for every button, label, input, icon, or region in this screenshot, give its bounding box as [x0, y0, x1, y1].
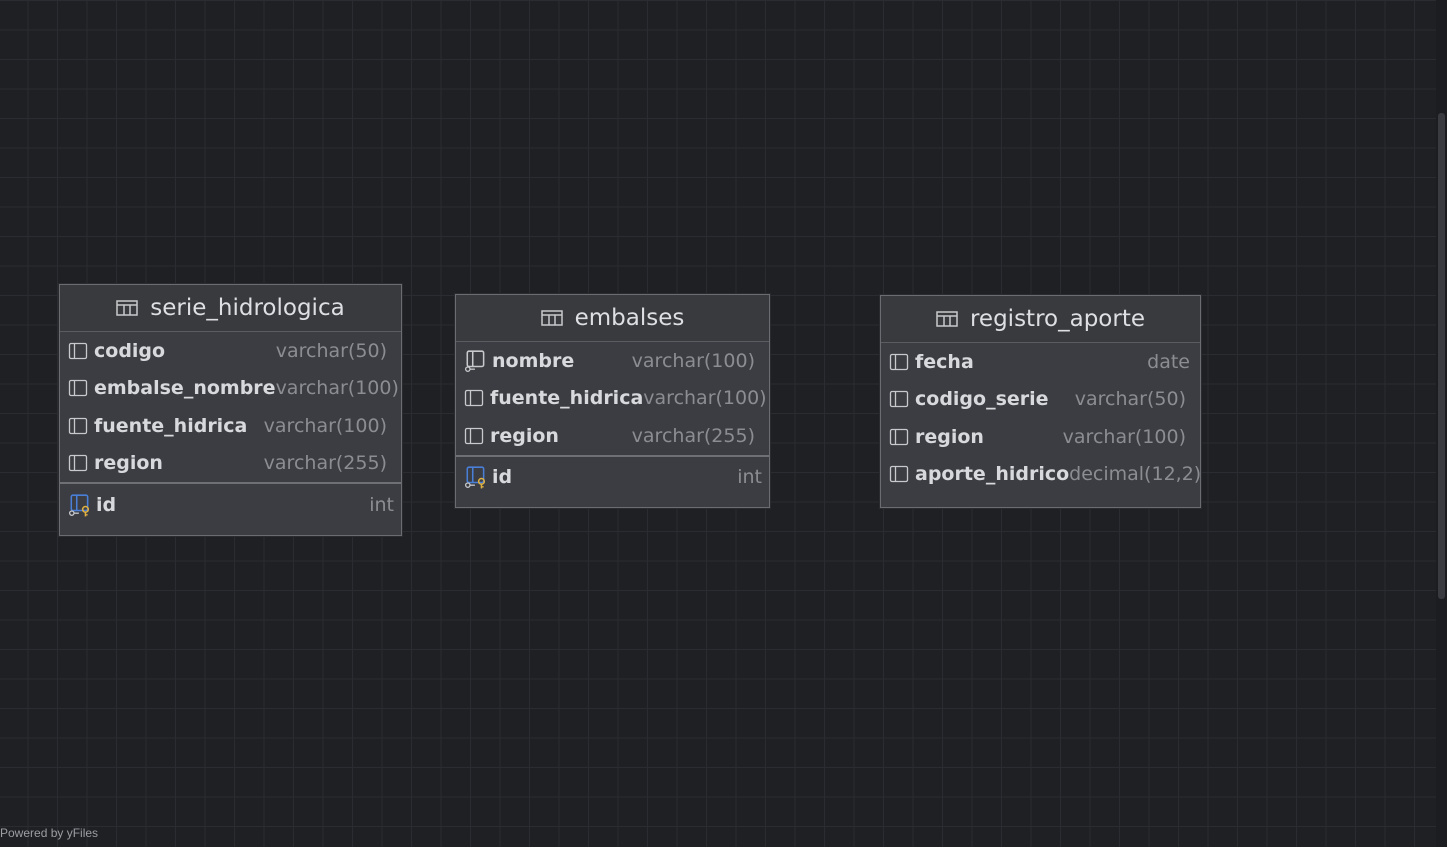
powered-by-label: Powered by yFiles: [0, 826, 99, 840]
vertical-scrollbar[interactable]: [1436, 0, 1447, 847]
column-name: region: [915, 425, 984, 448]
column-name: id: [96, 494, 117, 516]
table-header[interactable]: embalses: [456, 295, 769, 342]
table-header[interactable]: registro_aporte: [881, 296, 1200, 343]
column-type: int: [737, 466, 762, 488]
primary-key-icon: [68, 494, 90, 517]
column-type: varchar(255): [263, 452, 387, 475]
column-icon: [68, 380, 88, 397]
column-row[interactable]: aporte_hidrico decimal(12,2): [881, 456, 1202, 494]
column-type: varchar(100): [1062, 425, 1186, 448]
column-name: codigo_serie: [915, 388, 1049, 411]
column-name: nombre: [492, 349, 575, 372]
column-row[interactable]: fecha date: [881, 343, 1200, 381]
column-icon: [68, 342, 88, 359]
column-name: aporte_hidrico: [915, 463, 1070, 486]
column-icon: [464, 390, 484, 407]
table-icon: [116, 300, 139, 316]
table-icon: [936, 311, 958, 327]
column-type: varchar(100): [631, 349, 755, 372]
table-title: registro_aporte: [969, 306, 1145, 332]
table-header[interactable]: serie_hidrologica: [60, 285, 401, 332]
scrollbar-thumb[interactable]: [1438, 113, 1445, 599]
primary-key-row[interactable]: id int: [60, 482, 401, 526]
foreign-key-column-icon: [464, 350, 485, 372]
primary-key-row[interactable]: id int: [456, 454, 769, 498]
column-name: region: [94, 452, 163, 475]
column-type: int: [369, 494, 394, 516]
column-name: fuente_hidrica: [94, 414, 248, 437]
column-row[interactable]: region varchar(255): [60, 445, 401, 483]
column-type: varchar(100): [275, 377, 399, 400]
column-type: date: [1147, 350, 1190, 373]
column-icon: [68, 455, 88, 472]
column-type: varchar(50): [275, 339, 387, 362]
column-icon: [889, 428, 909, 445]
column-type: varchar(50): [1074, 388, 1186, 411]
column-row[interactable]: region varchar(100): [881, 418, 1200, 456]
column-row[interactable]: embalse_nombre varchar(100): [60, 370, 401, 408]
column-name: fecha: [915, 350, 974, 373]
column-name: id: [492, 466, 513, 488]
column-row[interactable]: codigo varchar(50): [60, 332, 401, 370]
column-icon: [889, 391, 909, 408]
column-type: varchar(100): [643, 387, 767, 410]
table-title: serie_hidrologica: [150, 295, 345, 321]
column-row[interactable]: region varchar(255): [456, 417, 769, 455]
column-icon: [889, 353, 909, 370]
column-type: varchar(100): [263, 414, 387, 437]
column-row[interactable]: nombre varchar(100): [456, 342, 769, 380]
table-icon: [540, 310, 563, 326]
table-title: embalses: [574, 305, 685, 331]
column-row[interactable]: fuente_hidrica varchar(100): [60, 407, 401, 445]
column-type: varchar(255): [631, 424, 755, 447]
table-serie-hidrologica[interactable]: serie_hidrologica codigo varchar(50) emb…: [59, 284, 402, 536]
column-name: codigo: [94, 339, 166, 362]
column-icon: [889, 466, 909, 483]
column-row[interactable]: fuente_hidrica varchar(100): [456, 380, 769, 418]
column-name: fuente_hidrica: [490, 387, 644, 410]
column-icon: [68, 417, 88, 434]
column-row[interactable]: codigo_serie varchar(50): [881, 381, 1200, 419]
table-embalses[interactable]: embalses nombre varchar(100) fuente_hidr…: [455, 294, 770, 508]
column-name: embalse_nombre: [94, 377, 276, 400]
primary-key-icon: [464, 466, 486, 489]
column-type: decimal(12,2): [1069, 463, 1202, 486]
column-icon: [464, 427, 484, 444]
table-registro-aporte[interactable]: registro_aporte fecha date codigo_serie …: [880, 295, 1201, 508]
column-name: region: [490, 424, 559, 447]
